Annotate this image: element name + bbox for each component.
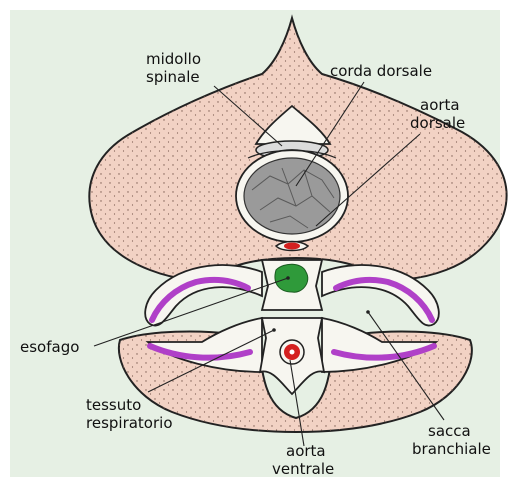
label-esofago: esofago [20,338,79,356]
esofago-shape [275,264,308,292]
label-midollo-line2: spinale [146,68,200,86]
label-aorta-dorsale-line1: aorta [420,96,460,114]
label-midollo-line1: midollo [146,50,201,68]
label-tessuto-line2: respiratorio [86,414,173,432]
label-sacca-line1: sacca [428,422,471,440]
central-pharynx-bar [262,260,322,310]
label-aorta-ventrale-line1: aorta [286,442,326,460]
label-aorta-dorsale-line2: dorsale [410,114,465,132]
label-sacca-line2: branchiale [412,440,491,458]
label-corda-dorsale: corda dorsale [330,62,432,80]
aorta-dorsale-vessel [276,242,308,251]
label-tessuto-line1: tessuto [86,396,141,414]
label-aorta-ventrale-line2: ventrale [272,460,334,478]
